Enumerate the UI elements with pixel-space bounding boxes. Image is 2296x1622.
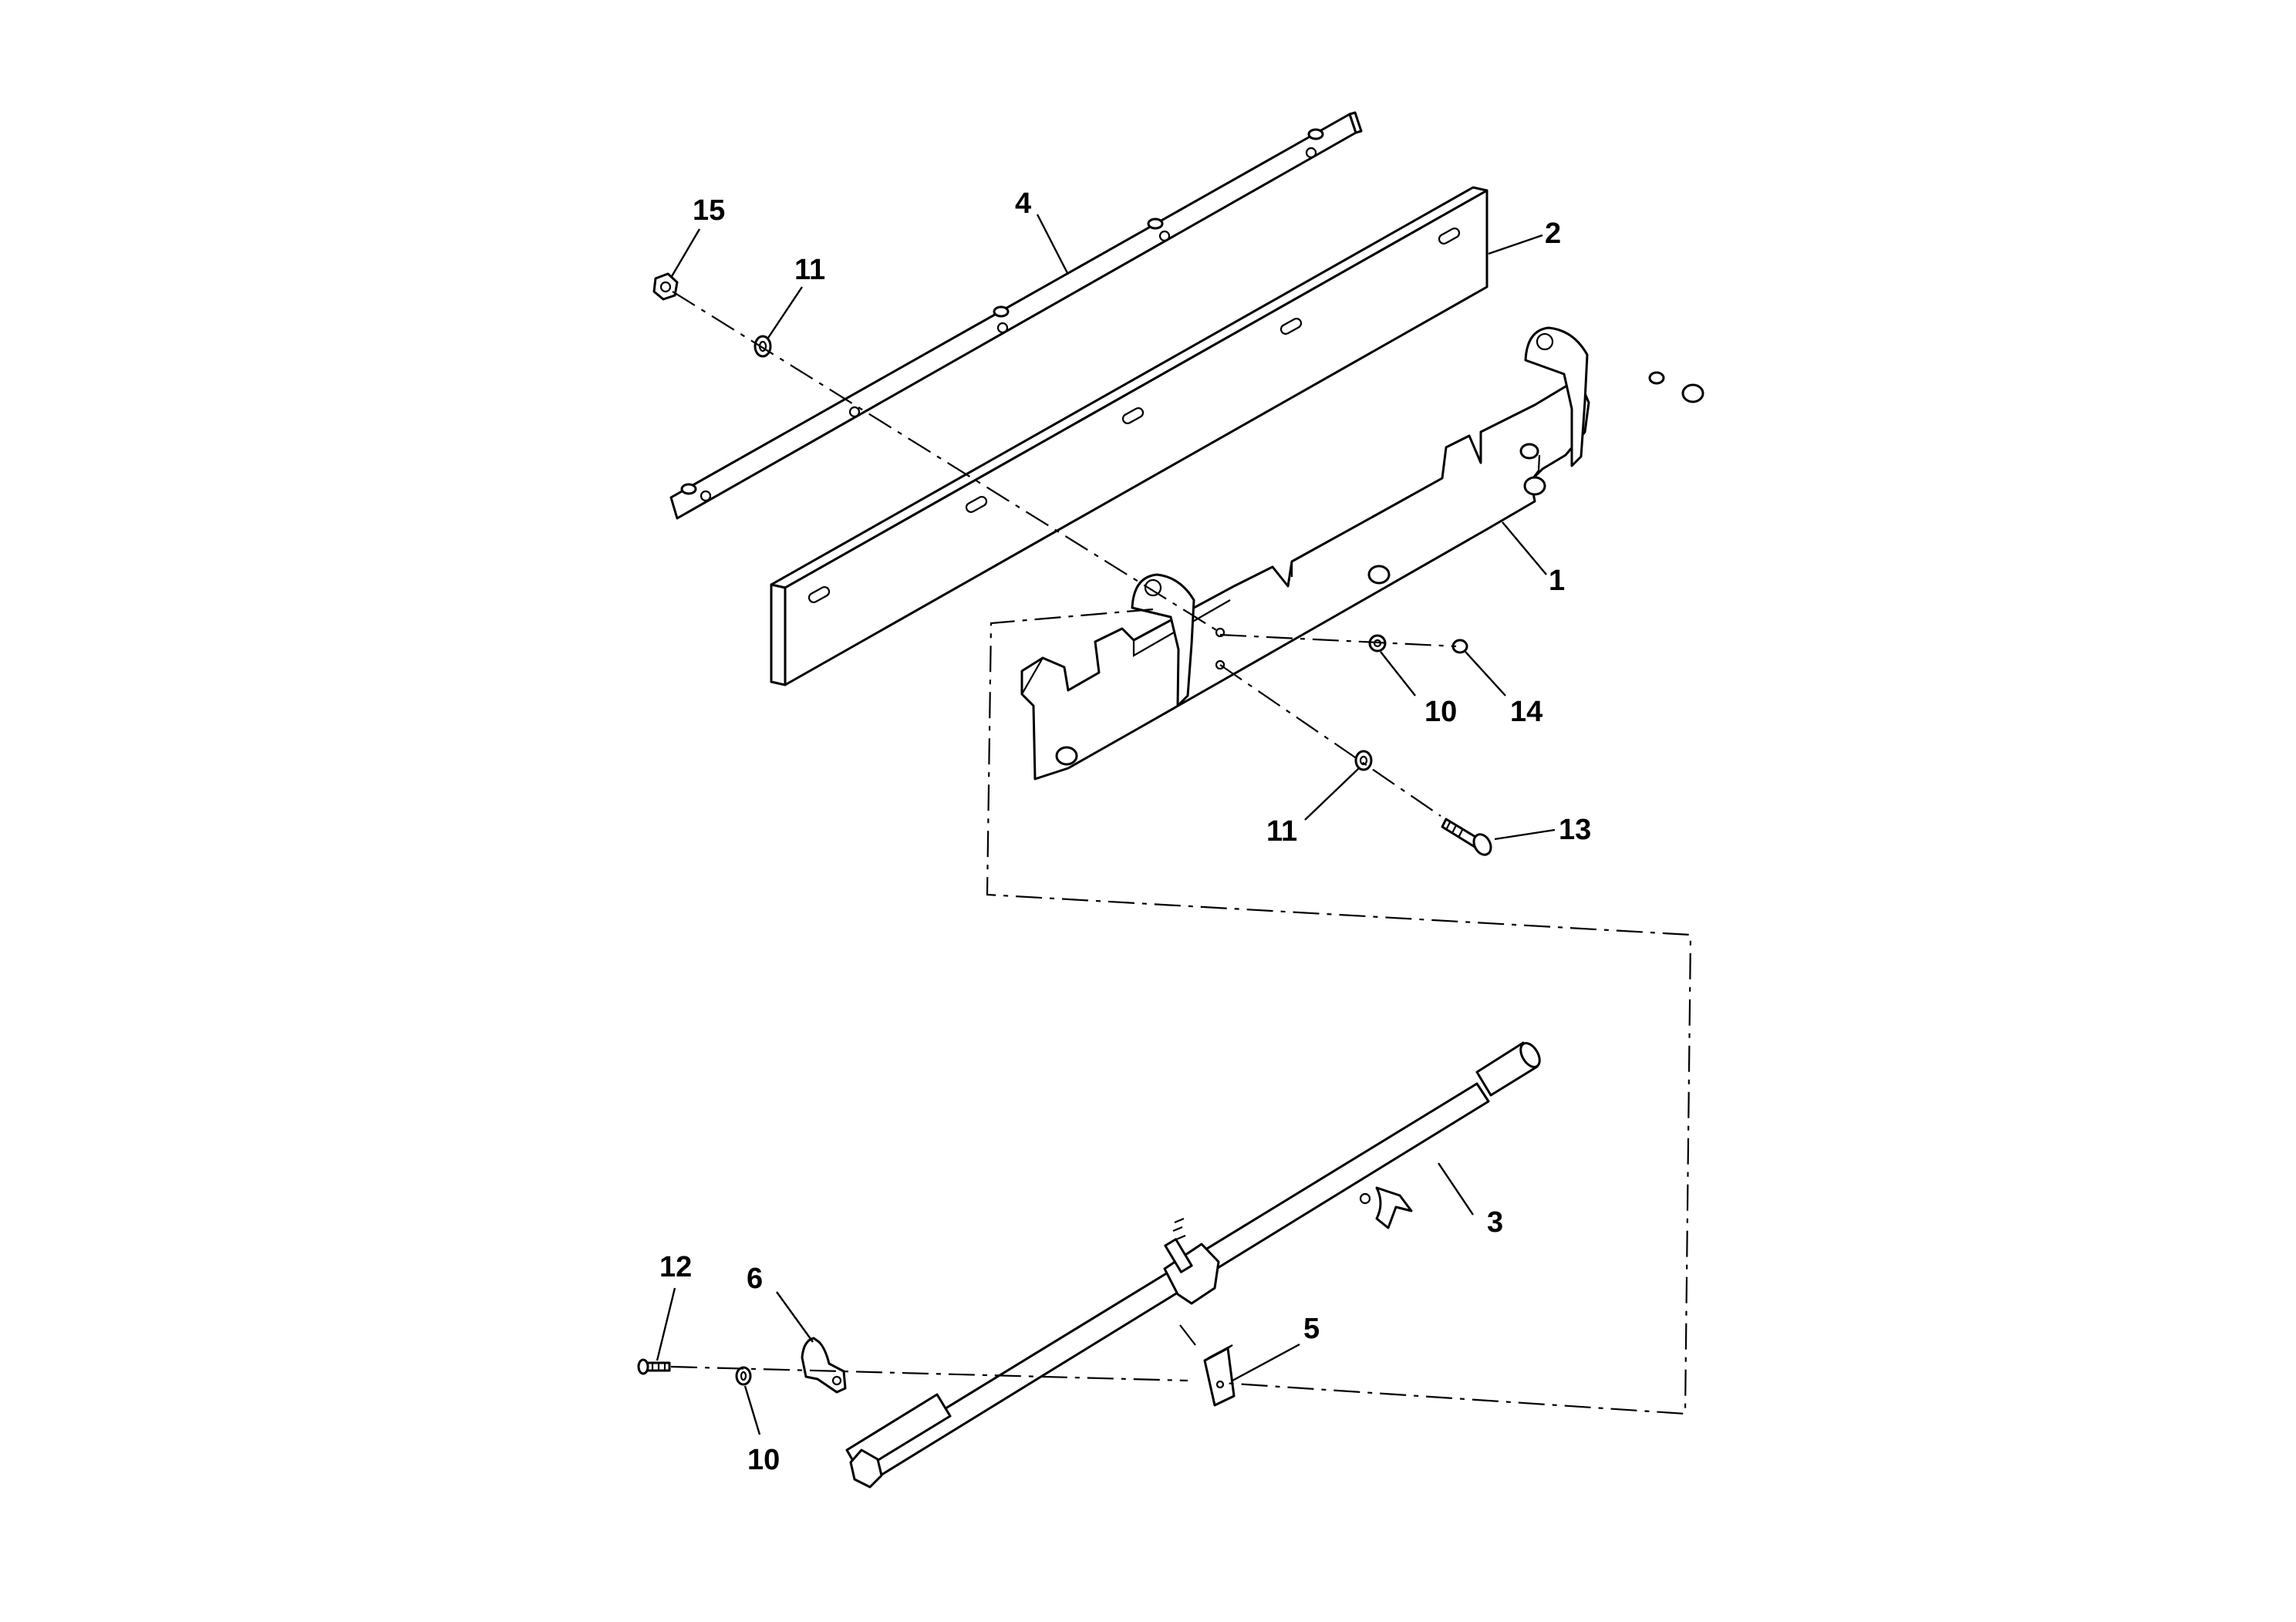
part-4-strip <box>669 111 1363 520</box>
callout-12: 12 <box>659 1251 692 1283</box>
hardware <box>637 272 1492 1407</box>
washer-11-mid <box>1354 750 1373 771</box>
callout-10-right: 10 <box>1424 696 1457 728</box>
callout-15: 15 <box>693 194 725 227</box>
callout-13: 13 <box>1559 814 1591 846</box>
nut-15 <box>652 272 679 301</box>
callout-5: 5 <box>1303 1313 1320 1345</box>
callout-10-bottom: 10 <box>747 1444 780 1476</box>
callout-4: 4 <box>1015 187 1031 220</box>
callout-11-mid: 11 <box>1266 815 1297 848</box>
callout-2: 2 <box>1545 218 1561 250</box>
callout-3: 3 <box>1487 1206 1503 1239</box>
callout-1: 1 <box>1549 565 1565 597</box>
part-1-bracket <box>1020 326 1704 781</box>
callout-11-top: 11 <box>794 254 825 286</box>
leader-lines <box>656 214 1556 1435</box>
washer-11-top <box>754 335 772 358</box>
callouts: 15 11 4 2 1 10 14 11 13 3 12 6 5 10 <box>659 187 1591 1476</box>
part-3-tube <box>845 1041 1541 1489</box>
washer-10-bottom <box>735 1366 752 1386</box>
assembly-lines <box>670 291 1692 1415</box>
callout-6: 6 <box>747 1263 763 1295</box>
part-2-board <box>770 186 1489 686</box>
clamp-6 <box>801 1337 847 1394</box>
callout-14: 14 <box>1510 696 1542 728</box>
